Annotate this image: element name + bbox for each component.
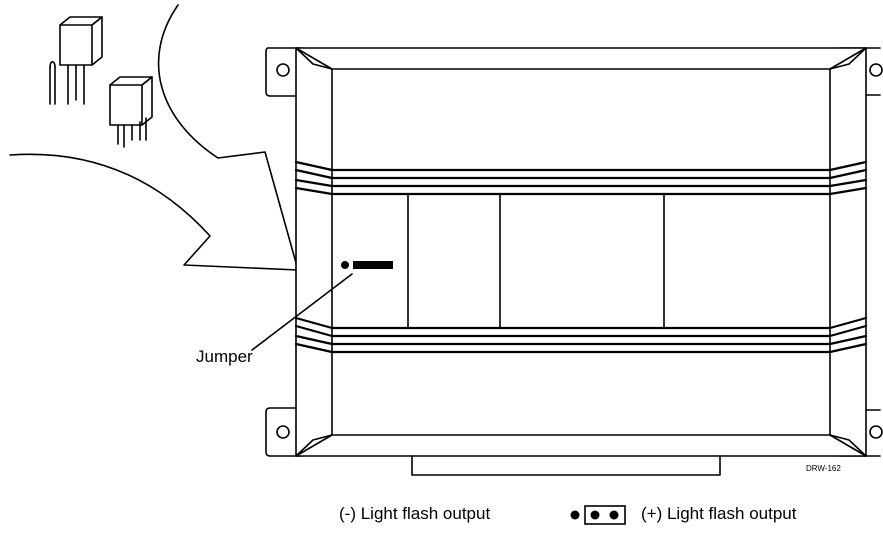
loose-jumper-1 — [49, 16, 103, 105]
pin-positive — [609, 510, 619, 520]
drawing-code: DRW-162 — [806, 464, 841, 473]
pin-center — [590, 510, 600, 520]
pin-negative — [570, 510, 580, 520]
loose-jumper-2 — [109, 76, 153, 148]
jumper-block — [584, 505, 626, 525]
negative-output-label: (-) Light flash output — [339, 504, 490, 523]
jumper-installed — [353, 261, 393, 269]
jumper-label: Jumper — [196, 347, 253, 366]
mounting-tab-top-left — [265, 47, 303, 97]
mounting-tab-bottom-left — [265, 407, 303, 457]
jumper-leader-line — [251, 273, 353, 351]
positive-output-label: (+) Light flash output — [641, 504, 797, 523]
jumper-pin-dot — [341, 261, 349, 269]
module-housing — [294, 47, 868, 476]
insert-arrow — [9, 4, 299, 271]
jumper-pins-legend — [570, 505, 626, 525]
